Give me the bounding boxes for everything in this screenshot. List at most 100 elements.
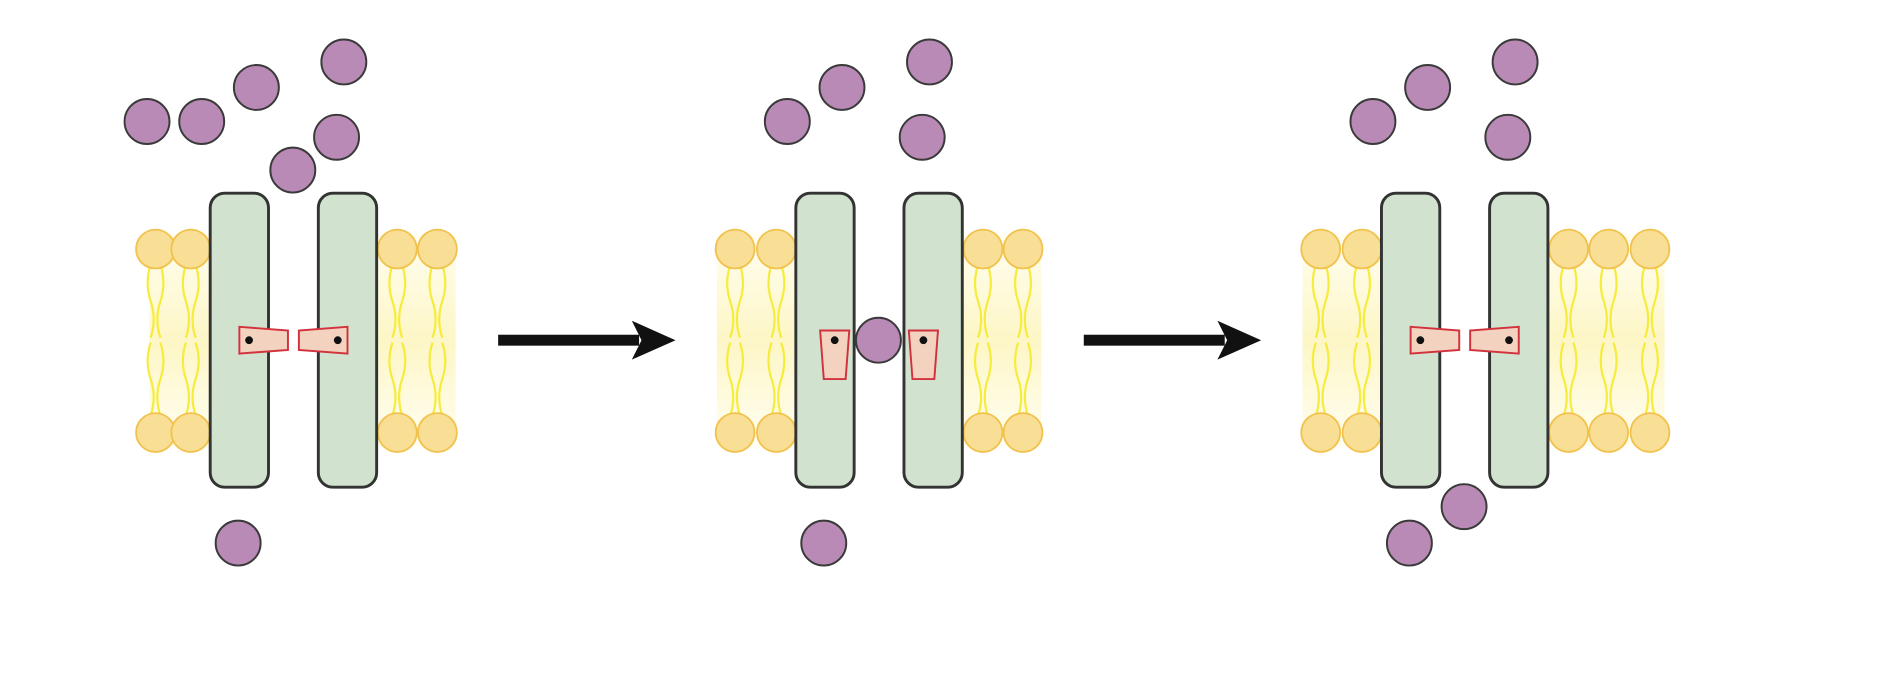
scaled-arrows — [498, 320, 1262, 360]
lipid-tail — [428, 342, 437, 416]
ions — [763, 38, 953, 567]
ion-above — [123, 98, 171, 145]
lipid-tail — [1599, 342, 1608, 416]
lipid-head — [1002, 412, 1044, 453]
lipid-head — [714, 412, 756, 453]
lipid-head — [170, 228, 212, 270]
lipid-tail — [1321, 264, 1330, 339]
lipid-head — [1548, 228, 1589, 270]
lipid-head — [417, 228, 458, 270]
lipid-tail — [191, 342, 200, 416]
lipid-tail — [1569, 264, 1578, 339]
arrows — [498, 320, 1262, 360]
lipid-tail — [1023, 264, 1033, 339]
gate-pivot — [1505, 336, 1513, 345]
lipid-tail — [973, 264, 983, 339]
gate — [907, 329, 940, 381]
lipid-head — [1588, 228, 1630, 270]
gate — [297, 325, 349, 355]
channel-protein — [1379, 191, 1550, 489]
step-arrow-1 — [498, 320, 676, 360]
lipid-tail — [777, 264, 786, 339]
lipid-head — [1300, 228, 1342, 270]
lipid-head — [376, 228, 418, 270]
lipid-head — [756, 228, 797, 270]
lipid-tail — [146, 264, 155, 339]
lipid-tail — [767, 264, 776, 339]
ion-in-pore — [854, 316, 902, 364]
ion-above — [178, 98, 226, 145]
lipid-tail — [1650, 264, 1659, 339]
lipid-tail — [398, 264, 407, 339]
gate — [819, 329, 851, 381]
lipid-head — [376, 412, 418, 453]
gate-pivot — [245, 336, 253, 345]
lipid-tail — [1023, 342, 1033, 416]
lipid-tail — [1362, 264, 1372, 339]
gate-pivot — [919, 336, 928, 345]
lipid-tail — [438, 342, 447, 416]
arrow-shaft — [498, 334, 640, 346]
gate — [1409, 325, 1461, 355]
membrane — [135, 228, 458, 453]
lipid-tail — [1609, 264, 1618, 339]
lipid-tail — [181, 342, 191, 416]
ion-above — [1484, 113, 1532, 161]
lipid-head — [756, 412, 797, 453]
membrane — [714, 228, 1044, 453]
lipid-tail — [1311, 342, 1320, 416]
lipid-tail — [1640, 342, 1650, 416]
gate-pivot — [333, 336, 342, 345]
lipid-tail — [1321, 342, 1330, 416]
channel-protein — [208, 191, 379, 489]
lipid-tail — [398, 342, 407, 416]
gate — [238, 325, 289, 355]
lipid-tail — [1014, 264, 1023, 339]
lipid-tail — [1569, 342, 1578, 416]
lipid-head — [135, 228, 176, 270]
membrane-left-bg — [149, 233, 216, 448]
ion-above — [313, 113, 361, 161]
lipid-tail — [735, 264, 745, 339]
lipid-head — [135, 412, 176, 453]
ion-below — [1385, 519, 1433, 567]
ion-above — [1404, 64, 1452, 111]
panels — [123, 38, 1671, 567]
gate-pivot — [1416, 336, 1425, 345]
step-arrow-2 — [1083, 320, 1262, 360]
ion-below — [800, 519, 848, 567]
lipid-tail — [1609, 342, 1618, 416]
panel-closed-channel — [123, 38, 458, 567]
arrow-head — [1217, 320, 1262, 360]
lipid-head — [417, 412, 458, 453]
lipid-head — [170, 412, 212, 453]
gate — [1469, 325, 1520, 355]
lipid-tail — [1640, 264, 1650, 339]
lipid-tail — [1353, 342, 1362, 416]
lipid-tail — [438, 264, 447, 339]
ion-above — [320, 38, 368, 86]
lipid-head — [1629, 412, 1671, 453]
lipid-tail — [428, 264, 437, 339]
lipid-tail — [1014, 342, 1023, 416]
ion-below — [1440, 483, 1488, 531]
lipid-head — [1002, 228, 1044, 270]
ion-above — [232, 64, 280, 111]
ion-above — [269, 146, 317, 194]
lipid-head — [1629, 228, 1671, 270]
lipid-head — [1341, 228, 1383, 270]
lipid-tail — [146, 342, 155, 416]
scaled-content — [123, 38, 1671, 567]
lipid-tail — [388, 342, 397, 416]
ion-above — [763, 98, 811, 145]
lipid-tail — [983, 264, 992, 339]
lipid-head — [962, 412, 1004, 453]
panel-ion-binding — [714, 38, 1044, 567]
ion-below — [214, 519, 262, 567]
lipid-tail — [1362, 342, 1372, 416]
ion-above — [818, 64, 866, 111]
ion-above — [1349, 98, 1397, 145]
lipid-tail — [1559, 342, 1568, 416]
ion-above — [898, 113, 946, 161]
lipid-head — [1300, 412, 1342, 453]
